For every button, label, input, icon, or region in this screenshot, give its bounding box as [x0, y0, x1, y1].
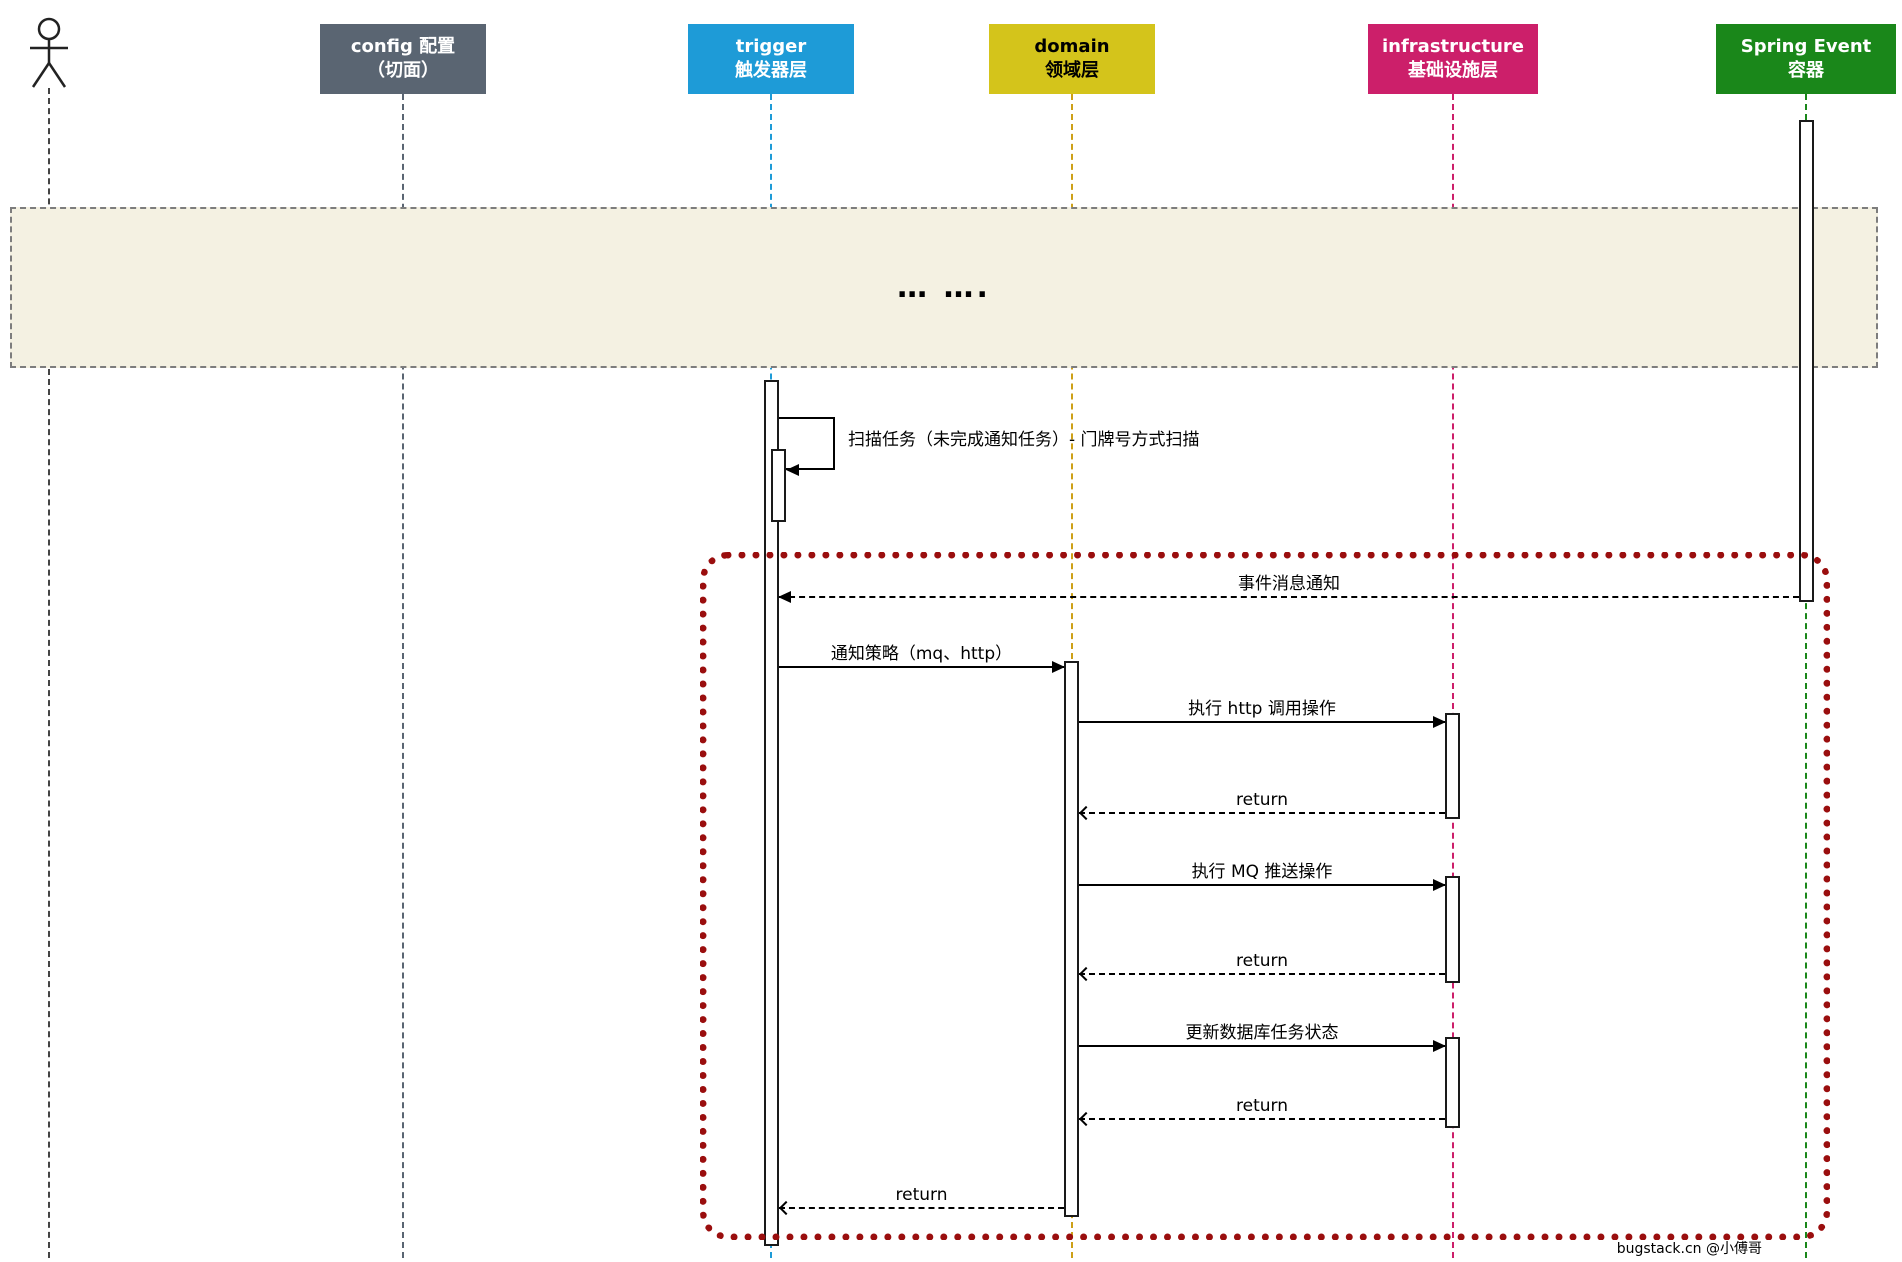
message-mq-push: 执行 MQ 推送操作 [1079, 860, 1446, 891]
message-update-db-label: 更新数据库任务状态 [1185, 1023, 1339, 1043]
message-return-final: return [778, 1183, 1064, 1216]
participant-spring-event: Spring Event 容器 [1716, 24, 1896, 94]
notification-loop-frame [700, 552, 1830, 1240]
message-event-notify-label: 事件消息通知 [1238, 574, 1340, 594]
participant-spring-event-label: Spring Event 容器 [1740, 35, 1872, 81]
participant-infrastructure-label: infrastructure 基础设施层 [1381, 35, 1525, 81]
message-update-db: 更新数据库任务状态 [1079, 1021, 1446, 1052]
message-line [1079, 1118, 1445, 1120]
omitted-section-text: … …. [897, 270, 991, 305]
activation-trigger-nested [771, 449, 786, 522]
message-line [1079, 884, 1445, 886]
arrowhead-icon [1433, 879, 1446, 891]
activation-infrastructure-db [1445, 1037, 1460, 1128]
arrowhead-icon [778, 591, 791, 603]
message-event-notify: 事件消息通知 [778, 572, 1799, 603]
message-notify-strategy: 通知策略（mq、http） [779, 642, 1065, 673]
message-return-http: return [1078, 788, 1445, 821]
arrowhead-icon [1433, 1040, 1446, 1052]
participant-infrastructure: infrastructure 基础设施层 [1368, 24, 1538, 94]
activation-trigger [764, 380, 779, 1246]
message-return-mq: return [1078, 949, 1445, 982]
participant-config-label: config 配置 （切面） [350, 35, 456, 81]
activation-infrastructure-mq [1445, 876, 1460, 983]
message-return-db-label: return [1236, 1096, 1288, 1116]
message-line [1079, 812, 1445, 814]
participant-domain-label: domain 领域层 [1034, 35, 1110, 81]
message-line [779, 666, 1064, 668]
message-scan-label: 扫描任务（未完成通知任务）- 门牌号方式扫描 [848, 430, 1200, 450]
message-line [779, 596, 1799, 598]
lifeline-config [402, 94, 404, 1258]
message-return-final-label: return [895, 1185, 948, 1205]
message-mq-push-label: 执行 MQ 推送操作 [1191, 862, 1333, 882]
arrowhead-icon [1052, 661, 1065, 673]
message-http-call-label: 执行 http 调用操作 [1188, 699, 1336, 719]
arrowhead-icon [1433, 716, 1446, 728]
omitted-section: … …. [10, 207, 1878, 368]
user-actor-icon [30, 17, 68, 88]
activation-domain [1064, 661, 1079, 1217]
lifeline-infrastructure [1452, 94, 1454, 1258]
message-line [1079, 721, 1445, 723]
message-scan-self-loop [779, 417, 835, 470]
participant-trigger: trigger 触发器层 [688, 24, 854, 94]
message-http-call: 执行 http 调用操作 [1079, 697, 1446, 728]
message-return-db: return [1078, 1094, 1445, 1127]
message-return-http-label: return [1236, 790, 1288, 810]
message-line [1079, 973, 1445, 975]
lifeline-user [48, 88, 50, 1258]
message-line [779, 1207, 1064, 1209]
activation-infrastructure-http [1445, 713, 1460, 819]
watermark: bugstack.cn @小傅哥 [1616, 1241, 1762, 1257]
lifeline-spring-event [1805, 94, 1807, 1258]
message-return-mq-label: return [1236, 951, 1288, 971]
participant-config: config 配置 （切面） [320, 24, 486, 94]
arrowhead-icon [786, 464, 799, 476]
message-notify-strategy-label: 通知策略（mq、http） [830, 644, 1013, 664]
message-line [1079, 1045, 1445, 1047]
participant-trigger-label: trigger 触发器层 [735, 35, 807, 81]
activation-spring-event [1799, 120, 1814, 602]
participant-domain: domain 领域层 [989, 24, 1155, 94]
